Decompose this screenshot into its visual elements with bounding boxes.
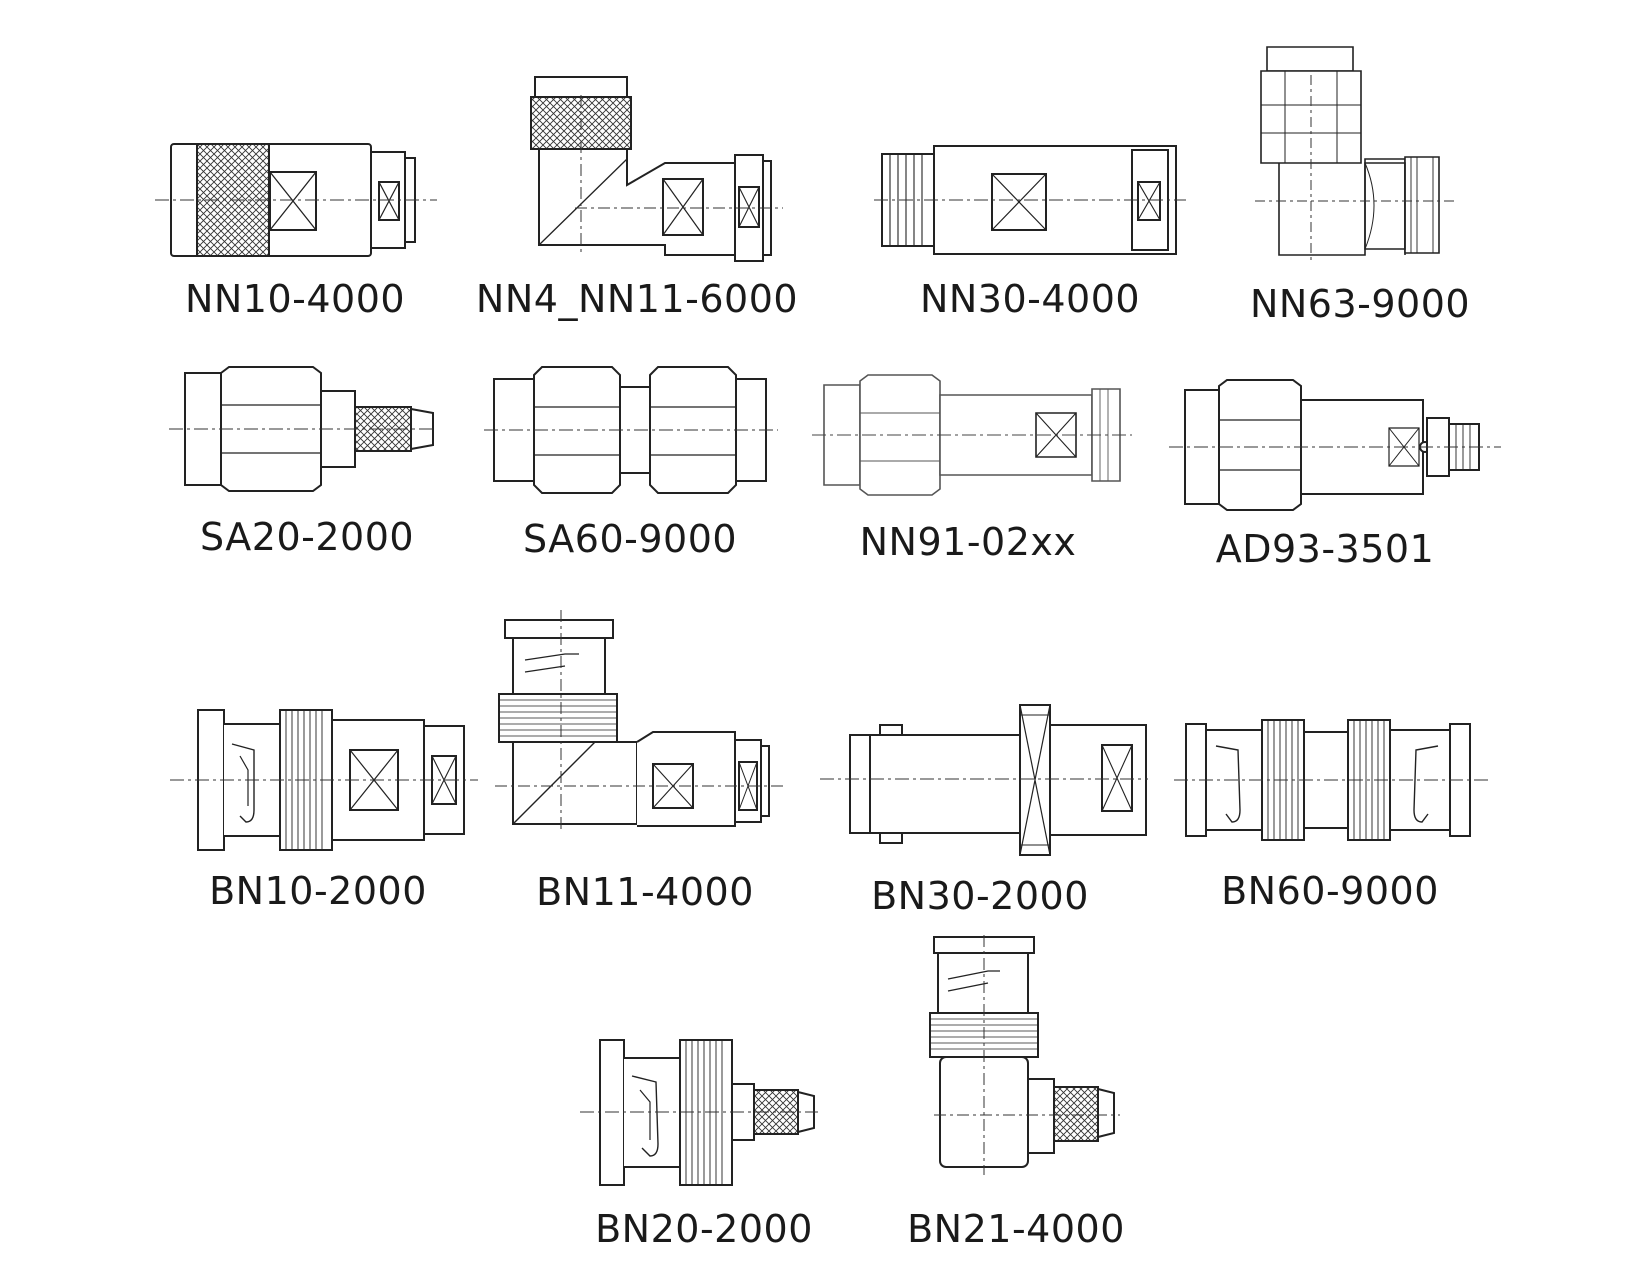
connector-nn4: NN4_NN11-6000 (476, 75, 798, 318)
label-bn60: BN60-9000 (1221, 869, 1439, 913)
connector-bn11: BN11-4000 (495, 610, 815, 911)
connector-sa60: SA60-9000 (490, 365, 780, 558)
label-bn20: BN20-2000 (595, 1207, 813, 1251)
connector-nn63: NN63-9000 (1250, 45, 1470, 325)
label-nn10: NN10-4000 (184, 277, 406, 321)
nn4-drawing (515, 75, 785, 265)
connector-sa20: SA20-2000 (175, 365, 445, 556)
ad93-drawing (1175, 380, 1505, 510)
connector-bn60: BN60-9000 (1180, 710, 1500, 910)
sa20-drawing (175, 365, 445, 495)
connector-bn21: BN21-4000 (907, 935, 1140, 1248)
connector-bn20: BN20-2000 (580, 1040, 830, 1248)
label-nn91: NN91-02xx (859, 520, 1077, 564)
connector-bn30: BN30-2000 (840, 705, 1150, 915)
bn10-drawing (170, 710, 480, 850)
bn30-drawing (840, 705, 1150, 855)
label-bn10: BN10-2000 (209, 869, 427, 913)
label-nn63: NN63-9000 (1249, 282, 1471, 326)
label-sa20: SA20-2000 (199, 515, 415, 559)
connector-nn10: NN10-4000 (165, 140, 425, 318)
connector-ad93: AD93-3501 (1175, 380, 1505, 568)
bn60-drawing (1180, 710, 1500, 850)
connector-nn30: NN30-4000 (880, 140, 1180, 318)
bn21-drawing (920, 935, 1140, 1185)
nn30-drawing (880, 140, 1180, 260)
label-ad93: AD93-3501 (1215, 527, 1435, 571)
connector-bn10: BN10-2000 (170, 710, 480, 910)
label-bn11: BN11-4000 (536, 870, 754, 914)
nn10-drawing (165, 140, 425, 260)
label-bn21: BN21-4000 (907, 1207, 1125, 1251)
label-bn30: BN30-2000 (871, 874, 1089, 918)
sa60-drawing (490, 365, 780, 495)
label-nn30: NN30-4000 (919, 277, 1141, 321)
connector-nn91: NN91-02xx (820, 375, 1130, 561)
label-sa60: SA60-9000 (522, 517, 738, 561)
bn20-drawing (580, 1040, 830, 1185)
nn91-drawing (820, 375, 1130, 495)
nn63-drawing (1255, 45, 1460, 325)
bn11-drawing (495, 610, 815, 850)
label-nn4: NN4_NN11-6000 (475, 277, 799, 321)
